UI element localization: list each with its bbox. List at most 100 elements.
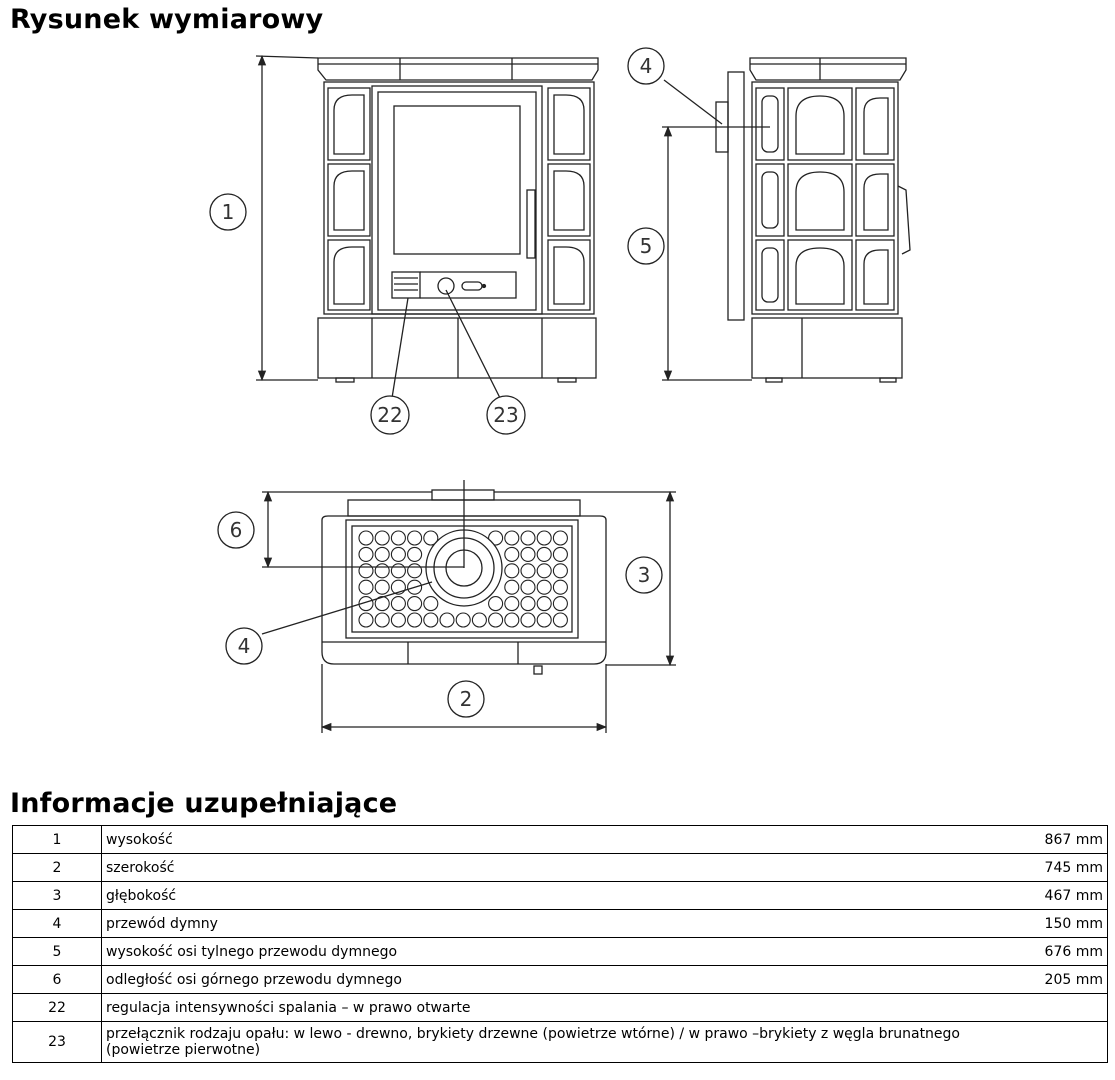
row-value bbox=[1009, 1021, 1108, 1063]
row-description: przewód dymny bbox=[101, 909, 1009, 938]
row-description-line: przełącznik rodzaju opału: w lewo - drew… bbox=[106, 1026, 960, 1042]
row-description: regulacja intensywności spalania – w pra… bbox=[101, 993, 1009, 1022]
row-number: 6 bbox=[12, 965, 102, 994]
grate-hole bbox=[520, 596, 536, 612]
grate-hole bbox=[374, 563, 390, 579]
info-heading: Informacje uzupełniające bbox=[10, 788, 398, 819]
grate-hole bbox=[358, 563, 374, 579]
grate-hole bbox=[520, 563, 536, 579]
table-row: 6 odległość osi górnego przewodu dymnego… bbox=[12, 965, 1108, 994]
grate-hole bbox=[536, 612, 552, 628]
grate-hole bbox=[374, 612, 390, 628]
callout-2: 2 bbox=[447, 680, 485, 718]
svg-text:22: 22 bbox=[377, 403, 402, 427]
row-number: 5 bbox=[12, 937, 102, 966]
grate-hole bbox=[536, 563, 552, 579]
row-value: 867 mm bbox=[1009, 825, 1108, 854]
grate-hole bbox=[407, 563, 423, 579]
row-value: 467 mm bbox=[1009, 881, 1108, 910]
grate-hole bbox=[552, 596, 568, 612]
grate-hole bbox=[390, 546, 406, 562]
grate-hole bbox=[504, 530, 520, 546]
grate-hole bbox=[407, 530, 423, 546]
grate-hole bbox=[536, 546, 552, 562]
side-view bbox=[662, 57, 911, 383]
grate-hole bbox=[390, 530, 406, 546]
grate-hole bbox=[488, 530, 504, 546]
grate-hole bbox=[423, 530, 439, 546]
row-number: 2 bbox=[12, 853, 102, 882]
callout-5: 5 bbox=[627, 227, 665, 265]
grate-hole bbox=[520, 530, 536, 546]
table-row: 22 regulacja intensywności spalania – w … bbox=[12, 993, 1108, 1022]
grate-hole bbox=[520, 579, 536, 595]
grate-hole bbox=[552, 530, 568, 546]
grate-hole bbox=[407, 546, 423, 562]
callout-23: 23 bbox=[486, 395, 526, 435]
drawing-heading: Rysunek wymiarowy bbox=[10, 4, 324, 35]
grate-hole bbox=[504, 612, 520, 628]
row-value: 150 mm bbox=[1009, 909, 1108, 938]
dimension-drawing: 1 4 5 22 23 6 3 4 2 bbox=[209, 47, 911, 733]
row-description: wysokość osi tylnego przewodu dymnego bbox=[101, 937, 1009, 966]
grate-hole bbox=[390, 563, 406, 579]
grate-hole bbox=[520, 612, 536, 628]
grate-hole bbox=[358, 579, 374, 595]
svg-text:6: 6 bbox=[230, 518, 243, 542]
row-value: 745 mm bbox=[1009, 853, 1108, 882]
callout-1: 1 bbox=[209, 193, 247, 231]
grate-hole bbox=[488, 596, 504, 612]
row-number: 22 bbox=[12, 993, 102, 1022]
row-number: 23 bbox=[12, 1021, 102, 1063]
table-row: 2 szerokość 745 mm bbox=[12, 853, 1108, 882]
grate-hole bbox=[536, 579, 552, 595]
svg-text:1: 1 bbox=[222, 200, 235, 224]
grate-hole bbox=[374, 546, 390, 562]
svg-text:4: 4 bbox=[640, 54, 653, 78]
row-description: szerokość bbox=[101, 853, 1009, 882]
grate-hole bbox=[407, 579, 423, 595]
grate-hole bbox=[552, 563, 568, 579]
callout-6: 6 bbox=[217, 511, 255, 549]
svg-text:3: 3 bbox=[638, 563, 651, 587]
callout-3: 3 bbox=[625, 556, 663, 594]
info-table: 1 wysokość 867 mm 2 szerokość 745 mm 3 g… bbox=[12, 825, 1108, 1063]
grate-hole bbox=[536, 530, 552, 546]
row-number: 1 bbox=[12, 825, 102, 854]
grate-hole bbox=[504, 579, 520, 595]
svg-text:5: 5 bbox=[640, 234, 653, 258]
row-description: odległość osi górnego przewodu dymnego bbox=[101, 965, 1009, 994]
grate-hole bbox=[504, 546, 520, 562]
row-number: 4 bbox=[12, 909, 102, 938]
callout-22: 22 bbox=[370, 395, 410, 435]
row-number: 3 bbox=[12, 881, 102, 910]
grate-hole bbox=[423, 596, 439, 612]
grate-hole bbox=[358, 530, 374, 546]
grate-hole bbox=[390, 579, 406, 595]
grate-hole bbox=[374, 530, 390, 546]
row-value: 676 mm bbox=[1009, 937, 1108, 966]
svg-text:2: 2 bbox=[460, 687, 473, 711]
grate-hole bbox=[520, 546, 536, 562]
grate-hole bbox=[374, 579, 390, 595]
grate-hole bbox=[423, 612, 439, 628]
grate-hole bbox=[536, 596, 552, 612]
svg-text:23: 23 bbox=[493, 403, 518, 427]
grate-hole bbox=[471, 612, 487, 628]
grate-hole bbox=[407, 612, 423, 628]
row-description: przełącznik rodzaju opału: w lewo - drew… bbox=[101, 1021, 1009, 1063]
row-description: głębokość bbox=[101, 881, 1009, 910]
table-row: 5 wysokość osi tylnego przewodu dymnego … bbox=[12, 937, 1108, 966]
grate-hole bbox=[358, 612, 374, 628]
row-value bbox=[1009, 993, 1108, 1022]
grate-hole bbox=[455, 612, 471, 628]
row-description-line: (powietrze pierwotne) bbox=[106, 1042, 261, 1058]
grate-hole bbox=[358, 546, 374, 562]
callout-4-bottom: 4 bbox=[225, 627, 263, 665]
table-row: 23 przełącznik rodzaju opału: w lewo - d… bbox=[12, 1021, 1108, 1063]
top-view bbox=[261, 480, 676, 733]
row-value: 205 mm bbox=[1009, 965, 1108, 994]
grate-hole bbox=[407, 596, 423, 612]
front-view bbox=[255, 54, 599, 399]
grate-hole bbox=[439, 612, 455, 628]
